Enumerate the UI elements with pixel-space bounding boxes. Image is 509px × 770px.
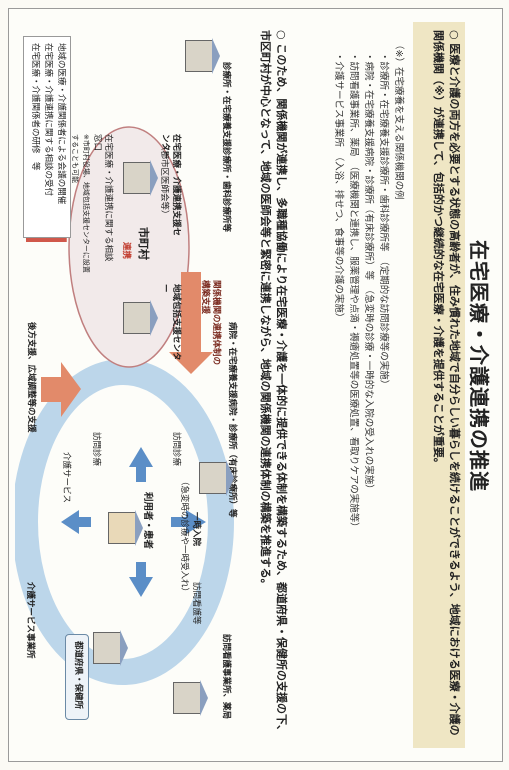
prefecture-box: 都道府県・保健所 xyxy=(65,634,89,720)
support-arrow-icon xyxy=(169,272,213,374)
center-note: ※市町村役場、地域包括支援センターに設置することも可能 xyxy=(71,134,90,273)
page-title: 在宅医療・介護連携の推進 xyxy=(467,240,491,492)
diagram: 都道府県・保健所 市町村 連携 在宅医療・介護連携支援センター （郡市区医師会等… xyxy=(15,22,241,748)
institutions-list: 診療所・在宅療養支援診療所・歯科診療所等 （定期的な訪問診療等の実施） 病院・在… xyxy=(331,52,391,612)
list-item: 介護サービス事業所 （入浴、排せつ、食事等の介護の実施） xyxy=(331,52,346,612)
intro-paragraph: ○ 医療と介護の両方を必要とする状態の高齢者が、住み慣れた地域で自分らしい暮らし… xyxy=(432,30,461,736)
institutions-subhead: （※）在宅療養を支える関係機関の例 xyxy=(393,40,404,200)
backup-arrow-icon xyxy=(41,362,81,417)
center-building-icon xyxy=(123,162,151,194)
list-item: 病院・在宅療養支援病院・診療所（有床診療所）等 （急変時の診療・一時的な入院の受… xyxy=(361,52,376,612)
backup-label: 後方支援、広域調整等の支援 xyxy=(26,322,36,433)
arrow-icon xyxy=(129,562,153,597)
patient-label: 利用者・患者 xyxy=(142,492,153,550)
care-services-label: 介護サービス事業所 xyxy=(25,582,35,659)
regional-center-label: 地域包括支援センター xyxy=(160,284,181,361)
care-service-building-icon xyxy=(93,632,121,664)
support-arrow-label: 関係機関の連携体制の構築支援 xyxy=(200,280,221,366)
arrow-icon xyxy=(129,447,153,482)
visit-nursing-label: 訪問看護等 xyxy=(191,582,201,625)
list-item: 地域の医療・介護関係者による会議の開催 xyxy=(56,43,66,205)
list-item: 診療所・在宅療養支援診療所・歯科診療所等 （定期的な訪問診療等の実施） xyxy=(376,52,391,612)
home-nursing-label: 訪問看護事業所、薬局 xyxy=(221,634,231,720)
policy-paragraph: ○ このため、関係機関が連携し、多職種協働により在宅医療・介護を一体的に提供でき… xyxy=(259,30,288,736)
regional-center-building-icon xyxy=(123,302,151,334)
municipality-ellipse xyxy=(68,126,190,368)
nursing-station-building-icon xyxy=(173,682,201,714)
care-ring xyxy=(15,359,234,685)
visit-care-label: 訪問診療 xyxy=(171,432,181,467)
admission-sub-label: （急変時の診療や一時受入れ） xyxy=(179,477,189,597)
admission-label: 一時入院 xyxy=(191,512,201,547)
diagram-graphics xyxy=(15,82,234,685)
list-item: 在宅医療・介護連携に関する相談の受付 xyxy=(43,43,53,197)
link-label: 連携 xyxy=(121,242,131,260)
patient-home-icon xyxy=(108,512,136,544)
center-sub-label: （郡市区医師会等） xyxy=(159,142,169,219)
clinic-building-icon xyxy=(185,40,213,72)
arrow-icon xyxy=(171,510,206,534)
roles-note-box: 地域の医療・介護関係者による会議の開催 在宅医療・介護連携に関する相談の受付 在… xyxy=(23,36,71,238)
municipality-label: 市町村 xyxy=(137,227,150,260)
list-item: 在宅医療・介護関係者の研修 等 xyxy=(30,43,40,171)
visit-care-label-2: 訪問診療 xyxy=(91,432,101,467)
arrow-icon xyxy=(61,510,91,534)
bracket-line xyxy=(26,238,66,242)
prefecture-label: 都道府県・保健所 xyxy=(73,641,83,710)
ring-service-label: 介護サービス xyxy=(61,452,71,504)
hospital-building-icon xyxy=(199,462,227,494)
clinic-label: 診療所・在宅療養支援診療所・歯科診療所等 xyxy=(221,62,231,233)
list-item: 訪問看護事業所、薬局 （医療機関と連携し、服薬管理や点滴・褥瘡処置等の医療処置、… xyxy=(346,52,361,612)
consult-note: 在宅医療・介護連携に関する相談窓口 xyxy=(92,134,113,262)
